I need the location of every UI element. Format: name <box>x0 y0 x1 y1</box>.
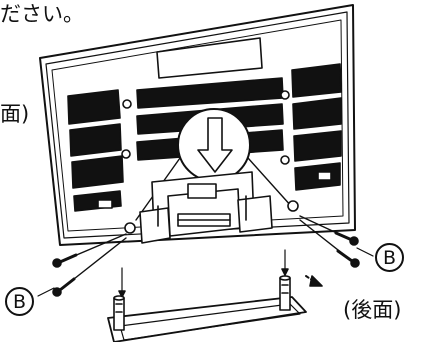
view-label-left: 面) <box>0 102 30 126</box>
screw-b-letter: B <box>12 290 27 313</box>
top-cover-panel <box>156 37 263 79</box>
left-vent-area <box>67 89 124 212</box>
screw-holes <box>124 200 299 234</box>
right-vent-area <box>291 63 342 191</box>
screw-icon <box>52 277 76 297</box>
stand-drop-guides <box>118 249 289 298</box>
screw-icon <box>52 253 78 268</box>
screw-icon <box>334 231 359 246</box>
stand-bracket <box>139 171 273 244</box>
down-arrow-icon <box>281 268 289 276</box>
down-arrow-icon <box>118 290 126 298</box>
screw-b-letter: B <box>382 246 397 269</box>
front-direction-arrow <box>305 275 323 287</box>
screw-b-label-right: B <box>375 243 404 272</box>
right-screws <box>299 215 374 268</box>
screw-b-label-left: B <box>5 287 34 316</box>
down-arrow-icon <box>197 117 233 173</box>
left-screws <box>37 233 127 297</box>
instruction-text: ださい。 <box>0 2 84 26</box>
stand-base <box>107 275 307 342</box>
view-label-rear: (後面) <box>343 298 402 322</box>
mounting-holes <box>121 90 290 165</box>
screw-icon <box>336 249 360 268</box>
